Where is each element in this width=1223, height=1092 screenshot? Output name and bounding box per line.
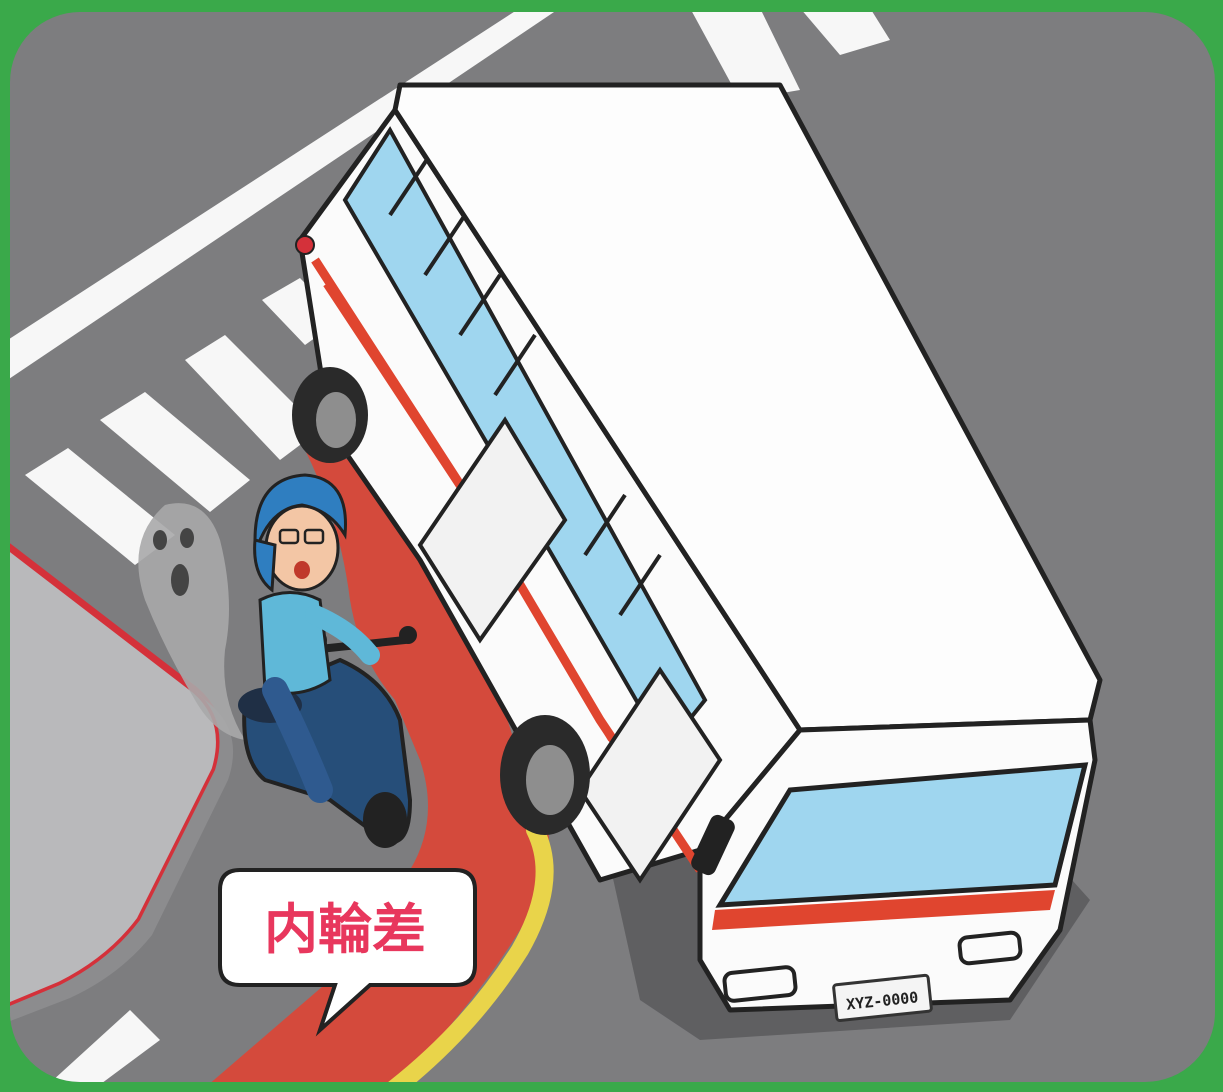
speech-bubble: 内輪差 [218,868,477,1037]
rider-leg [262,677,333,803]
scooter-front-wheel [363,792,407,848]
bus-windshield [715,762,1089,908]
bus-front-wheel [500,715,590,835]
window-divider-2 [423,213,467,277]
rider-mouth [294,561,310,579]
sidewalk [10,540,220,1010]
crosswalk-stripe-3 [25,448,175,565]
bus-tail-lamp [295,235,315,255]
window-divider-5 [583,493,627,557]
crosswalk-stripe-1 [185,335,320,460]
crosswalk-stripe-2 [100,392,250,512]
bus-rear-wheel [292,367,368,463]
window-divider-4 [493,333,537,397]
rider-glasses-left [278,528,300,545]
license-plate [832,973,933,1023]
bus-headlight-left [722,965,798,1003]
rider-arm [305,605,380,665]
rider-helmet [253,473,347,549]
crosswalk-stripe-top-1 [690,12,800,100]
bus-window-row [342,126,708,754]
bus-headlight-right [957,930,1023,966]
rider-glasses-right [303,528,325,545]
window-divider-6 [618,553,662,617]
speech-bubble-text: 内輪差 [264,898,426,961]
crosswalk-stripe-bottom [40,1010,160,1082]
scooter-mirror-right [399,626,417,644]
bus-mirror [691,814,735,876]
ghost-eye-left [153,530,167,550]
window-divider-3 [458,273,502,337]
wheel-track [381,821,554,1082]
crosswalk-stripe-top-2 [800,12,890,55]
rider-helmet-side [253,538,277,593]
window-divider-1 [388,153,432,217]
ghost-eye-right [180,528,194,548]
bus-door-front [577,666,723,884]
scooter-icon [238,473,417,848]
ghost-mouth [171,564,189,596]
curb-side [10,690,234,1025]
bus-door-middle [417,416,568,644]
ghost-icon [138,503,245,740]
bus-icon: XYZ-0000 [292,82,1103,1023]
bus-front-stripe [712,890,1055,930]
